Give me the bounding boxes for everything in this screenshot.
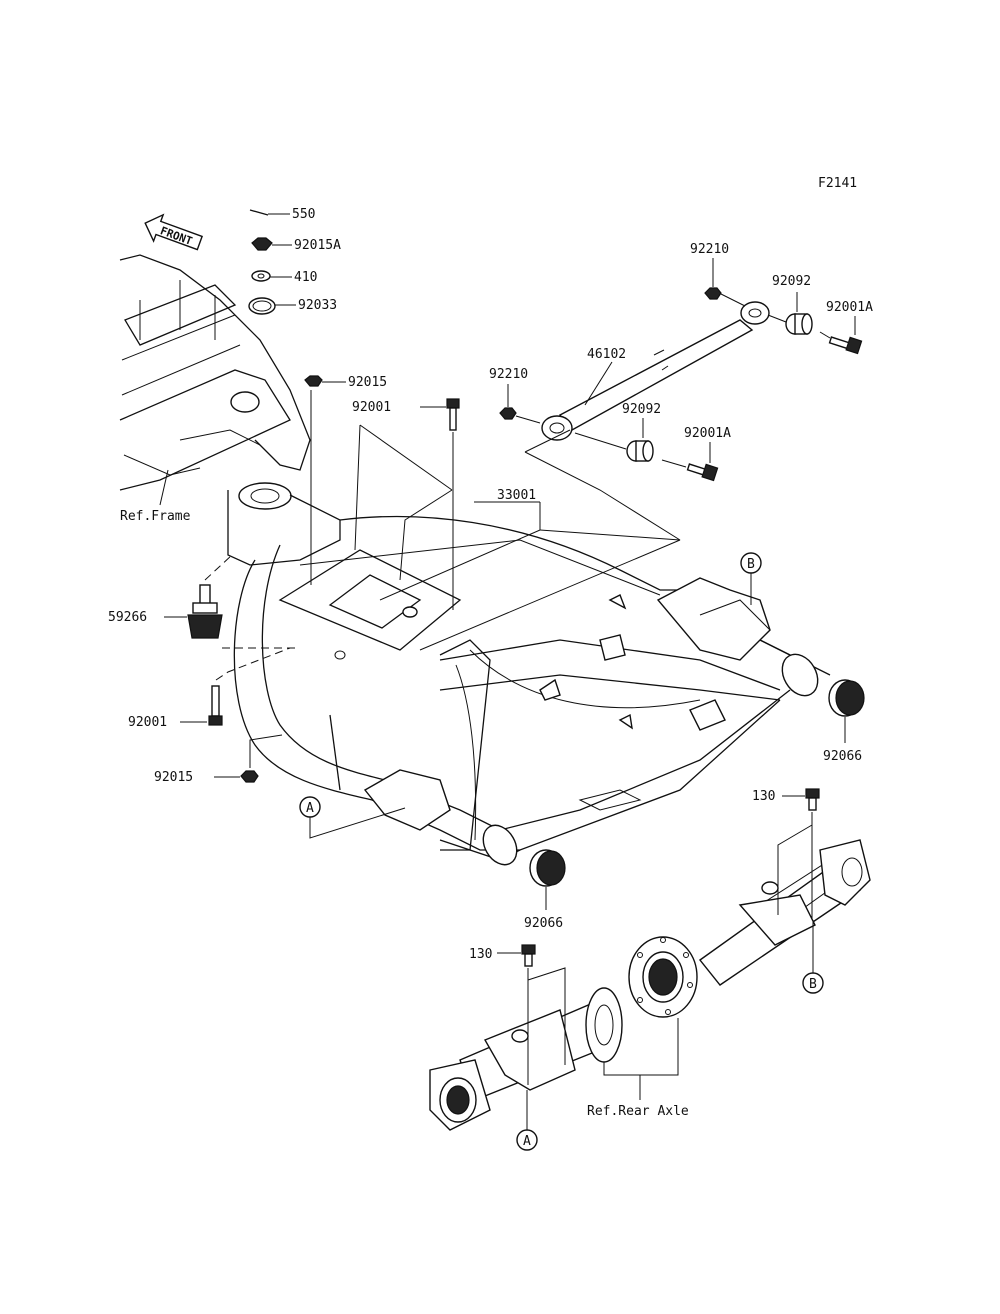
- cotter-pin-icon: [249, 209, 269, 216]
- part-label-92001-left: 92001: [128, 715, 167, 730]
- torque-link-rod: [541, 301, 770, 441]
- part-label-92001-top: 92001: [352, 400, 391, 415]
- part-label-92001A-top: 92001A: [826, 300, 873, 315]
- bolt-icon: [521, 944, 536, 967]
- front-arrow-icon: FRONT: [144, 213, 204, 251]
- part-label-46102: 46102: [587, 347, 626, 362]
- collar-icon: [626, 440, 654, 462]
- collar-icon: [785, 313, 813, 335]
- part-label-92001A-mid: 92001A: [684, 426, 731, 441]
- bolt-icon: [828, 336, 863, 355]
- ref-rear-axle-label: Ref.Rear Axle: [587, 1104, 689, 1119]
- ref-frame-label: Ref.Frame: [120, 509, 191, 524]
- damper-icon: [187, 584, 223, 639]
- part-label-59266: 59266: [108, 610, 147, 625]
- part-label-130-right: 130: [752, 789, 775, 804]
- nut-icon: [704, 287, 722, 300]
- part-label-92033: 92033: [298, 298, 337, 313]
- axle-housing-right: [628, 839, 871, 1018]
- marker-a-bottom: A: [523, 1134, 531, 1149]
- part-label-92210-top: 92210: [690, 242, 729, 257]
- marker-b-top: B: [747, 557, 755, 572]
- part-label-92066-right: 92066: [823, 749, 862, 764]
- part-label-92015-left: 92015: [154, 770, 193, 785]
- end-cap-icon: [828, 679, 865, 717]
- swingarm-body: [227, 482, 831, 866]
- nut-icon: [499, 407, 517, 420]
- bolt-icon: [208, 685, 223, 726]
- part-label-550: 550: [292, 207, 315, 222]
- part-label-130-left: 130: [469, 947, 492, 962]
- part-label-33001: 33001: [497, 488, 536, 503]
- part-label-92092-top: 92092: [772, 274, 811, 289]
- part-label-92015A: 92015A: [294, 238, 341, 253]
- part-label-92015-top: 92015: [348, 375, 387, 390]
- bolt-icon: [446, 398, 460, 431]
- part-label-410: 410: [294, 270, 317, 285]
- figure-code: F2141: [818, 176, 857, 191]
- washer-icon: [251, 270, 271, 282]
- part-label-92092-mid: 92092: [622, 402, 661, 417]
- marker-b-bottom: B: [809, 977, 817, 992]
- marker-a-top: A: [306, 801, 314, 816]
- end-cap-icon: [529, 849, 566, 887]
- bolt-icon: [686, 463, 719, 482]
- frame-section: [119, 254, 311, 491]
- axle-housing-left: [429, 987, 623, 1131]
- part-label-92210-mid: 92210: [489, 367, 528, 382]
- part-label-92066-bottom: 92066: [524, 916, 563, 931]
- nut-icon: [304, 375, 323, 387]
- castle-nut-icon: [251, 237, 273, 251]
- nut-icon: [240, 770, 259, 783]
- bolt-icon: [805, 788, 820, 811]
